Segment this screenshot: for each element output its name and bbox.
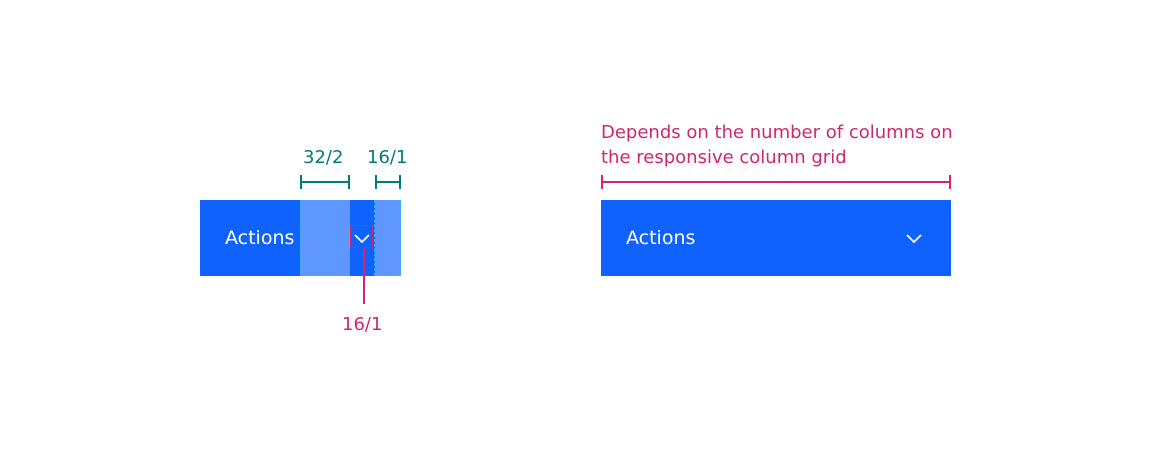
chevron-down-icon <box>904 229 924 249</box>
button-label: Actions <box>225 227 295 249</box>
padding-zone-32 <box>300 200 350 276</box>
chevron-down-icon <box>352 229 372 249</box>
grid-line <box>400 200 401 276</box>
dropdown-button-spec[interactable]: Actions <box>200 200 401 276</box>
button-label: Actions <box>626 227 696 249</box>
width-note-line1: Depends on the number of columns on <box>601 122 953 143</box>
grid-line <box>300 200 301 276</box>
grid-line <box>374 200 375 276</box>
icon-leader-line <box>363 248 365 304</box>
width-note-line2: the responsive column grid <box>601 147 847 168</box>
icon-bounds-highlight <box>350 225 373 248</box>
grid-line <box>349 200 350 276</box>
padding-zone-16 <box>375 200 401 276</box>
spacing-label-16-1: 16/1 <box>367 147 408 168</box>
dropdown-button[interactable]: Actions <box>601 200 951 276</box>
icon-size-label: 16/1 <box>342 314 383 335</box>
spacing-label-32-2: 32/2 <box>303 147 344 168</box>
